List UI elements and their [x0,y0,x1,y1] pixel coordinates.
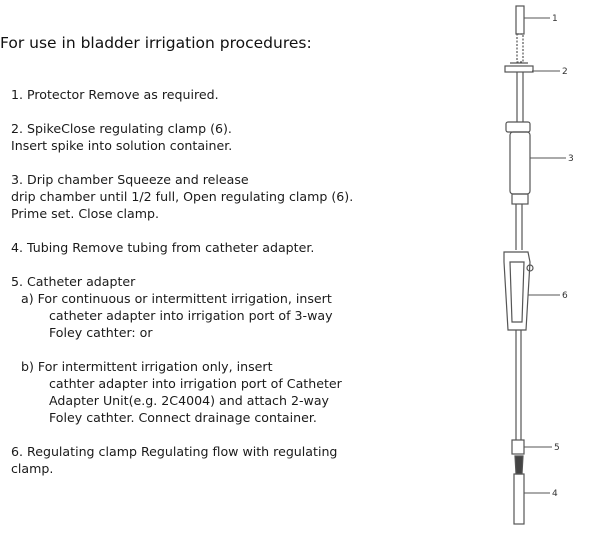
substep-label: a) For continuous or intermittent irriga… [21,291,332,306]
step-4: 4. Tubing Remove tubing from catheter ad… [11,239,461,256]
callout-1: 1 [552,14,558,24]
substep-line: catheter adapter into irrigation port of… [49,308,333,323]
spike-flange [504,65,534,73]
substep-line: Adapter Unit(e.g. 2C4004) and attach 2-w… [49,393,329,408]
substep-line: cathter adapter into irrigation port of … [49,376,342,391]
step-line: 5. Catheter adapter [11,274,136,289]
irrigation-set-diagram: 1 2 3 6 5 4 [503,5,574,525]
step-line: 2. SpikeClose regulating clamp (6). [11,121,232,136]
drip-chamber-bottom [511,193,529,205]
drip-chamber [509,131,531,195]
callout-4: 4 [552,489,558,499]
clamp-slot [509,261,525,323]
instruction-steps: 1. Protector Remove as required. 2. Spik… [11,86,461,494]
step-line: clamp. [11,461,54,476]
substep-a: a) For continuous or intermittent irriga… [21,290,461,341]
callout-5: 5 [554,443,560,453]
step-line: drip chamber until 1/2 full, Open regula… [11,189,354,204]
protector-part [515,5,525,35]
step-line: 6. Regulating clamp Regulating flow with… [11,444,338,459]
callout-6: 6 [562,291,568,301]
substep-line: Foley cathter: or [49,325,153,340]
adapter-tip [513,473,525,525]
step-6: 6. Regulating clamp Regulating flow with… [11,443,461,477]
catheter-adapter [514,455,524,475]
step-1: 1. Protector Remove as required. [11,86,461,103]
step-line: Prime set. Close clamp. [11,206,160,221]
callout-2: 2 [562,67,568,77]
spike-part [516,33,524,63]
drip-chamber-top [505,121,531,133]
page-title: For use in bladder irrigation procedures… [0,34,312,52]
step-line: 3. Drip chamber Squeeze and release [11,172,249,187]
step-2: 2. SpikeClose regulating clamp (6). Inse… [11,120,461,154]
step-line: Insert spike into solution container. [11,138,233,153]
callout-3: 3 [568,154,574,164]
step-3: 3. Drip chamber Squeeze and release drip… [11,171,461,222]
step-line: 4. Tubing Remove tubing from catheter ad… [11,240,315,255]
adapter-collar [511,439,525,455]
step-5: 5. Catheter adapter a) For continuous or… [11,273,461,426]
regulating-clamp [503,251,531,331]
substep-b: b) For intermittent irrigation only, ins… [21,358,461,426]
substep-label: b) For intermittent irrigation only, ins… [21,359,273,374]
substep-line: Foley cathter. Connect drainage containe… [49,410,317,425]
step-line: 1. Protector Remove as required. [11,87,219,102]
